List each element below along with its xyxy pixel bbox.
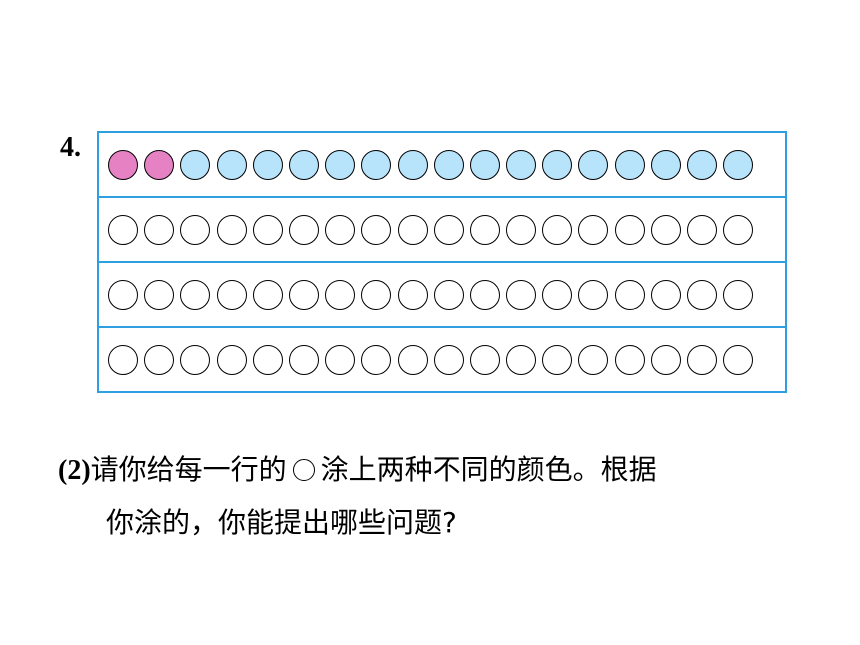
- empty-circle: [723, 279, 754, 310]
- empty-circle: [723, 344, 754, 375]
- empty-circle: [144, 279, 175, 310]
- part-label: (2): [58, 455, 91, 486]
- empty-circle: [288, 344, 319, 375]
- blue-circle: [650, 149, 681, 180]
- empty-circle: [397, 344, 428, 375]
- pink-circle: [144, 149, 175, 180]
- empty-circle: [216, 344, 247, 375]
- empty-circle: [469, 279, 500, 310]
- blue-circle: [469, 149, 500, 180]
- empty-circle: [433, 279, 464, 310]
- empty-circle: [542, 279, 573, 310]
- empty-circle: [252, 344, 283, 375]
- empty-circle: [361, 214, 392, 245]
- blue-circle: [397, 149, 428, 180]
- circle-row: [99, 263, 785, 328]
- instruction-line-2: 你涂的，你能提出哪些问题?: [106, 506, 457, 539]
- empty-circle: [108, 279, 138, 310]
- blue-circle: [433, 149, 464, 180]
- empty-circle: [108, 344, 138, 375]
- circle-grid: [97, 131, 787, 393]
- empty-circle: [325, 279, 356, 310]
- blue-circle: [687, 149, 717, 180]
- empty-circle: [506, 344, 537, 375]
- blue-circle: [325, 149, 356, 180]
- blue-circle: [216, 149, 247, 180]
- instruction-line-1: (2)请你给每一行的涂上两种不同的颜色。根据: [58, 444, 818, 497]
- empty-circle: [650, 279, 681, 310]
- blue-circle: [252, 149, 283, 180]
- empty-circle: [433, 344, 464, 375]
- empty-circle: [180, 344, 211, 375]
- instruction-text-after: 涂上两种不同的颜色。根据: [320, 453, 657, 486]
- empty-circle: [506, 214, 537, 245]
- empty-circle: [288, 214, 319, 245]
- circle-row: [99, 198, 785, 263]
- empty-circle: [687, 279, 717, 310]
- empty-circle: [469, 214, 500, 245]
- empty-circle: [397, 214, 428, 245]
- instruction-text: (2)请你给每一行的涂上两种不同的颜色。根据 你涂的，你能提出哪些问题?: [58, 444, 818, 549]
- blue-circle: [723, 149, 754, 180]
- empty-circle: [506, 279, 537, 310]
- empty-circle: [397, 279, 428, 310]
- empty-circle: [144, 344, 175, 375]
- empty-circle: [180, 214, 211, 245]
- empty-circle: [144, 214, 175, 245]
- empty-circle: [650, 214, 681, 245]
- blue-circle: [288, 149, 319, 180]
- empty-circle: [252, 279, 283, 310]
- blue-circle: [614, 149, 645, 180]
- instruction-text-before: 请你给每一行的: [90, 453, 287, 486]
- blue-circle: [361, 149, 392, 180]
- circle-row: [99, 328, 785, 391]
- blue-circle: [180, 149, 211, 180]
- empty-circle: [180, 279, 211, 310]
- empty-circle: [216, 279, 247, 310]
- empty-circle: [614, 279, 645, 310]
- empty-circle: [216, 214, 247, 245]
- empty-circle: [614, 344, 645, 375]
- question-number: 4.: [60, 132, 81, 163]
- empty-circle: [361, 279, 392, 310]
- empty-circle: [542, 344, 573, 375]
- circle-outline-icon: [292, 459, 315, 481]
- empty-circle: [723, 214, 754, 245]
- empty-circle: [325, 214, 356, 245]
- pink-circle: [108, 149, 138, 180]
- empty-circle: [578, 344, 609, 375]
- empty-circle: [469, 344, 500, 375]
- empty-circle: [542, 214, 573, 245]
- blue-circle: [578, 149, 609, 180]
- empty-circle: [433, 214, 464, 245]
- empty-circle: [687, 214, 717, 245]
- empty-circle: [687, 344, 717, 375]
- empty-circle: [325, 344, 356, 375]
- blue-circle: [542, 149, 573, 180]
- circle-row: [99, 133, 785, 198]
- empty-circle: [614, 214, 645, 245]
- empty-circle: [252, 214, 283, 245]
- empty-circle: [108, 214, 138, 245]
- empty-circle: [650, 344, 681, 375]
- empty-circle: [288, 279, 319, 310]
- blue-circle: [506, 149, 537, 180]
- empty-circle: [578, 214, 609, 245]
- empty-circle: [361, 344, 392, 375]
- empty-circle: [578, 279, 609, 310]
